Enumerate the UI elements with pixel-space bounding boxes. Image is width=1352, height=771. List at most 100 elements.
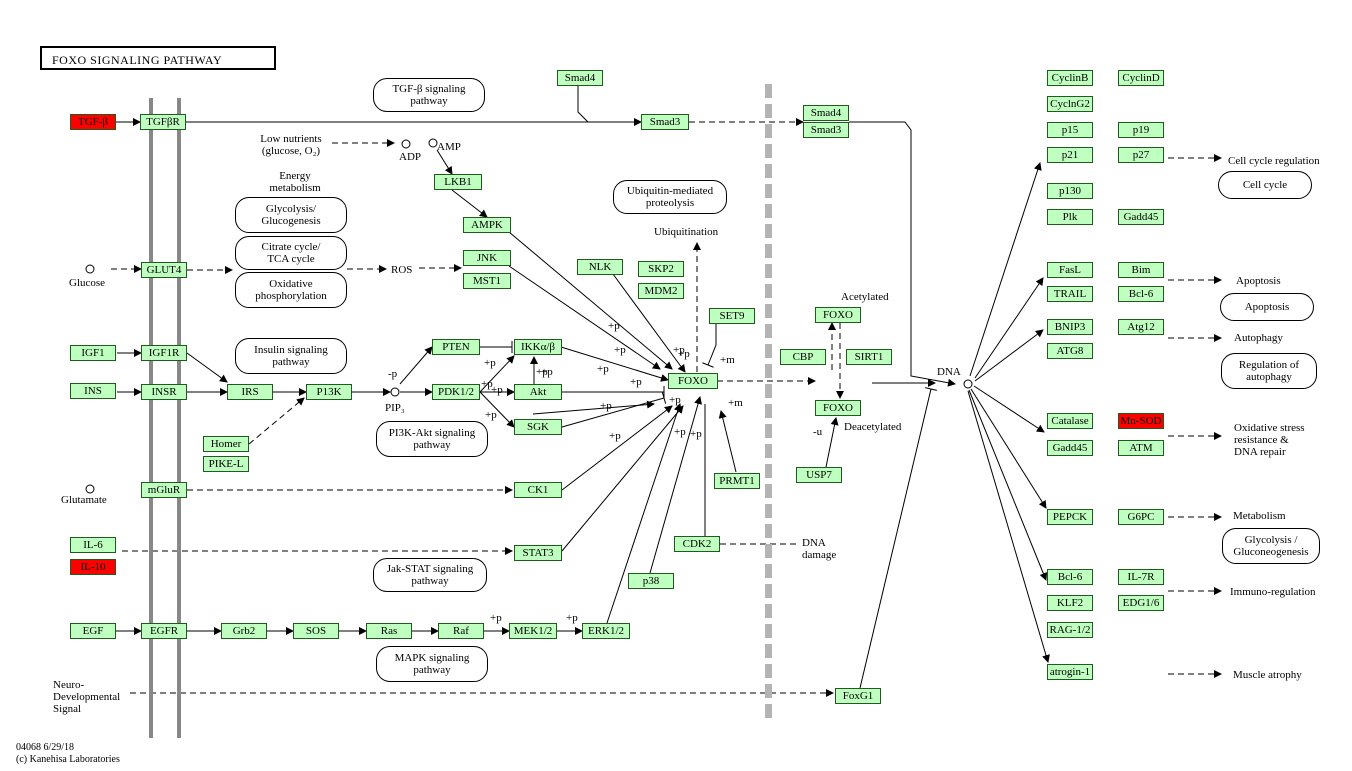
gene-igf1r[interactable]: IGF1R [141, 345, 187, 361]
gene-mst1[interactable]: MST1 [463, 273, 511, 289]
label-adp: ADP [399, 151, 422, 163]
map-cellcycle[interactable]: Cell cycle [1218, 171, 1312, 199]
label-pp10: +p [600, 400, 612, 412]
gene-rag12[interactable]: RAG-1/2 [1047, 622, 1093, 638]
map-autophagy[interactable]: Regulation of autophagy [1221, 353, 1317, 389]
gene-cyclinb[interactable]: CyclinB [1047, 70, 1093, 86]
gene-mek12[interactable]: MEK1/2 [509, 623, 557, 639]
gene-smad3_nuc[interactable]: Smad3 [803, 122, 849, 138]
gene-p27[interactable]: p27 [1118, 147, 1164, 163]
gene-sos[interactable]: SOS [293, 623, 339, 639]
pathway-edge [609, 269, 686, 373]
gene-bcl6b[interactable]: Bcl-6 [1047, 569, 1093, 585]
gene-usp7[interactable]: USP7 [796, 467, 842, 483]
gene-stat3[interactable]: STAT3 [514, 545, 562, 561]
gene-klf2[interactable]: KLF2 [1047, 595, 1093, 611]
map-mapk[interactable]: MAPK signaling pathway [376, 646, 488, 682]
gene-prmt1[interactable]: PRMT1 [714, 473, 760, 489]
gene-cdk2[interactable]: CDK2 [674, 536, 720, 552]
gene-p15[interactable]: p15 [1047, 122, 1093, 138]
gene-egf[interactable]: EGF [70, 623, 116, 639]
gene-atm[interactable]: ATM [1118, 440, 1164, 456]
gene-ikk[interactable]: IKKα/β [514, 339, 562, 355]
gene-g6pc[interactable]: G6PC [1118, 509, 1164, 525]
gene-p19[interactable]: p19 [1118, 122, 1164, 138]
gene-il7r[interactable]: IL-7R [1118, 569, 1164, 585]
gene-bim[interactable]: Bim [1118, 262, 1164, 278]
map-glyco[interactable]: Glycolysis/ Glucogenesis [235, 197, 347, 233]
gene-fasl[interactable]: FasL [1047, 262, 1093, 278]
gene-smad4_top[interactable]: Smad4 [557, 70, 603, 86]
gene-tgfbr[interactable]: TGFβR [140, 114, 186, 130]
gene-pi3k[interactable]: P13K [306, 384, 352, 400]
gene-ampk[interactable]: AMPK [463, 217, 511, 233]
pathway-title: FOXO SIGNALING PATHWAY [40, 46, 276, 70]
map-label: Glycolysis / Gluconeogenesis [1233, 534, 1309, 558]
map-citrate[interactable]: Citrate cycle/ TCA cycle [235, 236, 347, 270]
gene-glut4[interactable]: GLUT4 [141, 262, 187, 278]
map-pi3kakt[interactable]: PI3K-Akt signaling pathway [376, 421, 488, 457]
gene-bcl6a[interactable]: Bcl-6 [1118, 286, 1164, 302]
gene-ras[interactable]: Ras [366, 623, 412, 639]
gene-grb2[interactable]: Grb2 [221, 623, 267, 639]
map-label: Citrate cycle/ TCA cycle [261, 241, 321, 265]
gene-p130[interactable]: p130 [1047, 183, 1093, 199]
gene-tgfb[interactable]: TGF-β [70, 114, 116, 130]
gene-erk12[interactable]: ERK1/2 [582, 623, 630, 639]
gene-plk[interactable]: Plk [1047, 209, 1093, 225]
gene-sgk[interactable]: SGK [514, 419, 562, 435]
gene-irs[interactable]: IRS [227, 384, 273, 400]
gene-skp2[interactable]: SKP2 [638, 261, 684, 277]
gene-bnip3[interactable]: BNIP3 [1047, 319, 1093, 335]
gene-atg12[interactable]: Atg12 [1118, 319, 1164, 335]
gene-catalase[interactable]: Catalase [1047, 413, 1093, 429]
gene-igf1[interactable]: IGF1 [70, 345, 116, 361]
gene-gadd45b[interactable]: Gadd45 [1047, 440, 1093, 456]
gene-mdm2[interactable]: MDM2 [638, 283, 684, 299]
gene-lkb1[interactable]: LKB1 [434, 174, 482, 190]
gene-atg8[interactable]: ATG8 [1047, 343, 1093, 359]
gene-akt[interactable]: Akt [514, 384, 562, 400]
gene-homer[interactable]: Homer [203, 436, 249, 452]
map-oxphos[interactable]: Oxidative phosphorylation [235, 272, 347, 308]
map-ubiq[interactable]: Ubiquitin-mediated proteolysis [613, 180, 727, 214]
gene-insr[interactable]: INSR [141, 384, 187, 400]
gene-foxo_main[interactable]: FOXO [668, 373, 718, 389]
map-tgfb_path[interactable]: TGF-β signaling pathway [373, 78, 485, 112]
gene-set9[interactable]: SET9 [709, 308, 755, 324]
gene-mglur[interactable]: mGluR [141, 482, 187, 498]
gene-smad4_nuc[interactable]: Smad4 [803, 105, 849, 121]
gene-pten[interactable]: PTEN [432, 339, 480, 355]
map-apoptosis[interactable]: Apoptosis [1220, 293, 1314, 321]
gene-sirt1[interactable]: SIRT1 [846, 349, 892, 365]
gene-foxg1[interactable]: FoxG1 [835, 688, 881, 704]
gene-foxo_deac[interactable]: FOXO [815, 400, 861, 416]
gene-pepck[interactable]: PEPCK [1047, 509, 1093, 525]
gene-cyclind[interactable]: CyclinD [1118, 70, 1164, 86]
gene-il6[interactable]: IL-6 [70, 537, 116, 553]
gene-nlk[interactable]: NLK [577, 259, 623, 275]
gene-gadd45a[interactable]: Gadd45 [1118, 209, 1164, 225]
gene-ck1[interactable]: CK1 [514, 482, 562, 498]
gene-ins[interactable]: INS [70, 383, 116, 399]
gene-egfr[interactable]: EGFR [141, 623, 187, 639]
gene-edg16[interactable]: EDG1/6 [1118, 595, 1164, 611]
gene-atrogin1[interactable]: atrogin-1 [1047, 664, 1093, 680]
gene-mnsod[interactable]: Mn-SOD [1118, 413, 1164, 429]
map-glycoglu[interactable]: Glycolysis / Gluconeogenesis [1222, 528, 1320, 564]
gene-pdk12[interactable]: PDK1/2 [432, 384, 480, 400]
map-insulin[interactable]: Insulin signaling pathway [235, 338, 347, 374]
gene-trail[interactable]: TRAIL [1047, 286, 1093, 302]
gene-p38[interactable]: p38 [628, 573, 674, 589]
gene-il10[interactable]: IL-10 [70, 559, 116, 575]
gene-cyclg2[interactable]: CyclnG2 [1047, 96, 1093, 112]
gene-smad3_mid[interactable]: Smad3 [641, 114, 689, 130]
map-jakstat[interactable]: Jak-STAT signaling pathway [373, 558, 487, 592]
label-pp13: +p [669, 394, 681, 406]
gene-foxo_acet[interactable]: FOXO [815, 307, 861, 323]
gene-jnk[interactable]: JNK [463, 250, 511, 266]
gene-cbp[interactable]: CBP [780, 349, 826, 365]
gene-pikel[interactable]: PIKE-L [203, 456, 249, 472]
gene-raf[interactable]: Raf [438, 623, 484, 639]
gene-p21[interactable]: p21 [1047, 147, 1093, 163]
